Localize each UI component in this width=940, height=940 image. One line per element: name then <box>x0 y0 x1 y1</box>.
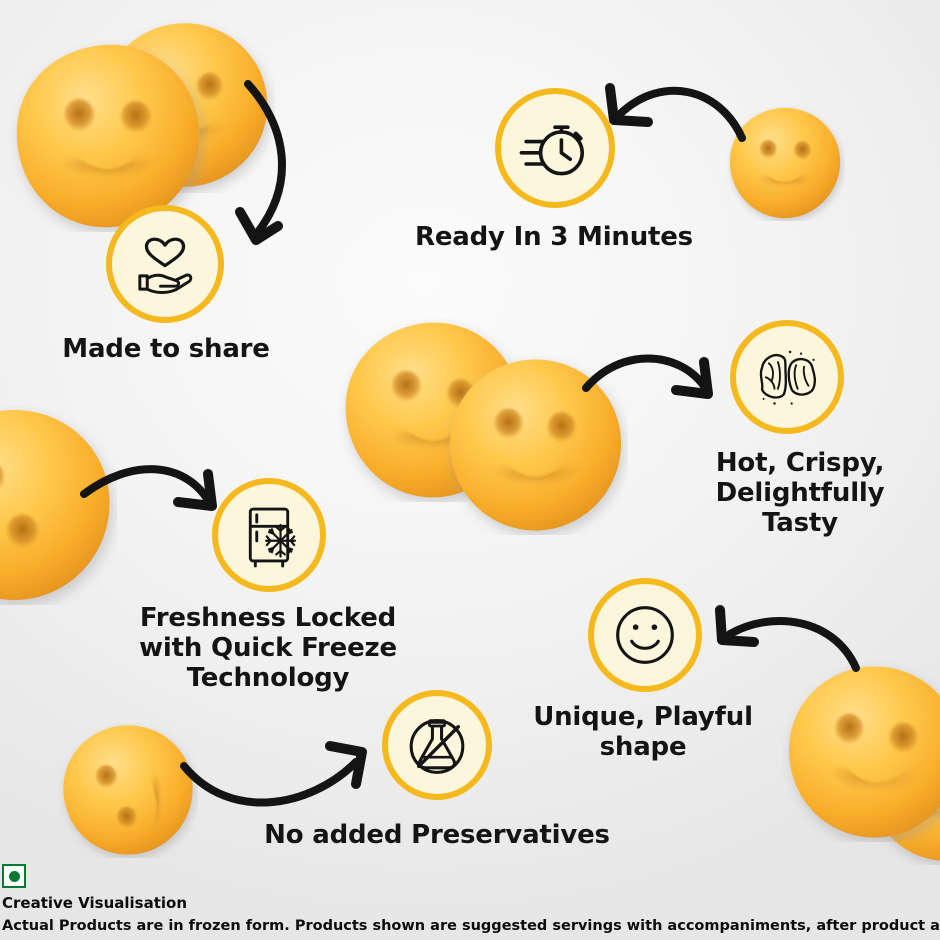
potato-smiley <box>0 405 117 605</box>
potato-smiley <box>725 105 845 221</box>
hand-holding-heart-icon <box>138 237 193 294</box>
crispy-bites-icon <box>759 350 816 405</box>
feature-badge-freshness-locked[interactable] <box>212 478 326 592</box>
feature-badge-unique-playful-shape[interactable] <box>588 578 702 692</box>
freezer-snowflake-icon <box>248 507 296 568</box>
feature-badge-hot-crispy[interactable] <box>730 320 844 434</box>
smiley-face-icon <box>616 606 674 664</box>
no-chemicals-flask-icon <box>409 719 465 774</box>
feature-caption-freshness-locked: Freshness Locked with Quick Freeze Techn… <box>139 603 397 694</box>
feature-badge-ready-in-3-minutes[interactable] <box>495 88 615 208</box>
feature-caption-made-to-share: Made to share <box>62 334 270 364</box>
potato-smiley <box>8 40 208 232</box>
footer-disclaimer: Actual Products are in frozen form. Prod… <box>2 918 940 934</box>
potato-smiley <box>443 355 628 535</box>
feature-caption-ready-in-3-minutes: Ready In 3 Minutes <box>415 222 693 252</box>
feature-caption-hot-crispy: Hot, Crispy, Delightfully Tasty <box>715 448 885 539</box>
feature-caption-no-added-preservatives: No added Preservatives <box>264 820 610 850</box>
potato-smiley <box>782 662 940 842</box>
feature-caption-unique-playful-shape: Unique, Playful shape <box>533 702 753 763</box>
vegetarian-mark-icon <box>2 864 26 888</box>
vegetarian-mark-dot <box>8 870 20 882</box>
potato-smiley <box>58 722 198 858</box>
footer-creative-visualisation: Creative Visualisation <box>2 894 188 912</box>
stopwatch-icon <box>519 125 584 176</box>
feature-badge-no-added-preservatives[interactable] <box>382 690 492 800</box>
feature-badge-made-to-share[interactable] <box>106 205 224 323</box>
